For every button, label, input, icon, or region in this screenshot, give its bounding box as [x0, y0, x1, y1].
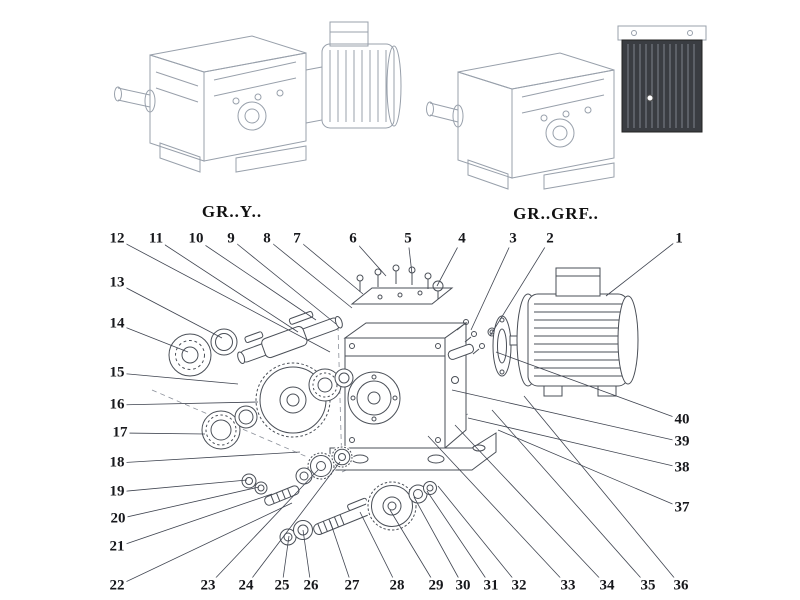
leader-line-19 — [116, 479, 248, 493]
callout-16: 16 — [107, 396, 127, 414]
callout-1: 1 — [673, 230, 685, 248]
callout-30: 30 — [453, 577, 473, 595]
leader-line-8 — [266, 238, 353, 309]
callout-9: 9 — [225, 230, 237, 248]
leader-line-40 — [495, 351, 683, 421]
callout-40: 40 — [672, 411, 692, 429]
callout-12: 12 — [107, 230, 127, 248]
callout-23: 23 — [198, 577, 218, 595]
callout-7: 7 — [291, 230, 303, 248]
leader-line-38 — [467, 417, 683, 469]
leader-line-12 — [116, 238, 331, 353]
callout-17: 17 — [110, 424, 130, 442]
leader-line-36 — [523, 395, 682, 587]
leader-line-31 — [426, 490, 492, 587]
leader-line-30 — [413, 496, 464, 587]
leader-line-10 — [195, 238, 317, 321]
cover-bolts — [356, 264, 444, 299]
callout-25: 25 — [272, 577, 292, 595]
exploded-view-illustration — [151, 264, 639, 546]
leader-line-16 — [116, 401, 259, 406]
callout-6: 6 — [347, 230, 359, 248]
callout-22: 22 — [107, 577, 127, 595]
callout-33: 33 — [558, 577, 578, 595]
callout-5: 5 — [402, 230, 414, 248]
leader-line-22 — [116, 502, 293, 587]
leader-line-3 — [470, 238, 514, 331]
leader-line-39 — [451, 389, 683, 443]
callout-35: 35 — [638, 577, 658, 595]
callout-8: 8 — [261, 230, 273, 248]
leader-line-7 — [296, 238, 364, 295]
callout-29: 29 — [426, 577, 446, 595]
leader-line-24 — [245, 461, 341, 587]
model-label-gr-y: GR..Y.. — [201, 202, 263, 221]
callout-37: 37 — [672, 499, 692, 517]
callout-27: 27 — [342, 577, 362, 595]
leader-line-32 — [437, 485, 520, 587]
leader-line-37 — [497, 429, 683, 509]
leader-line-34 — [454, 424, 608, 587]
leader-line-21 — [116, 493, 273, 548]
motor-drawing — [509, 267, 639, 397]
callout-18: 18 — [107, 454, 127, 472]
grf-cover-block — [621, 39, 703, 133]
callout-3: 3 — [507, 230, 519, 248]
callout-4: 4 — [456, 230, 468, 248]
callout-21: 21 — [107, 538, 127, 556]
leader-line-18 — [116, 451, 301, 464]
leader-line-13 — [116, 282, 223, 339]
callout-14: 14 — [107, 315, 127, 333]
callout-11: 11 — [146, 230, 166, 248]
leader-line-17 — [119, 432, 206, 435]
leader-line-26 — [302, 529, 312, 587]
callout-13: 13 — [107, 274, 127, 292]
leader-line-35 — [491, 409, 649, 587]
callout-15: 15 — [107, 364, 127, 382]
leader-line-2 — [489, 238, 551, 337]
callout-26: 26 — [301, 577, 321, 595]
callout-20: 20 — [108, 510, 128, 528]
leader-line-15 — [116, 372, 239, 385]
callout-39: 39 — [672, 433, 692, 451]
callout-28: 28 — [387, 577, 407, 595]
callout-10: 10 — [186, 230, 206, 248]
model-label-gr-grf: GR..GRF.. — [513, 204, 599, 223]
leader-line-29 — [389, 509, 437, 587]
callout-34: 34 — [597, 577, 617, 595]
leader-line-33 — [427, 435, 569, 587]
callout-36: 36 — [671, 577, 691, 595]
leader-line-23 — [207, 469, 319, 587]
callout-32: 32 — [509, 577, 529, 595]
gr-grf-illustration — [426, 25, 707, 190]
leader-line-1 — [605, 238, 680, 297]
gr-y-illustration — [114, 21, 402, 173]
callout-19: 19 — [107, 483, 127, 501]
leader-line-11 — [155, 238, 299, 333]
leader-line-20 — [117, 486, 260, 520]
callout-38: 38 — [672, 459, 692, 477]
leader-line-27 — [329, 520, 353, 587]
leader-line-9 — [230, 238, 337, 325]
callout-2: 2 — [544, 230, 556, 248]
leader-line-28 — [359, 511, 398, 587]
leader-line-14 — [116, 323, 189, 353]
callout-31: 31 — [481, 577, 501, 595]
callout-24: 24 — [236, 577, 256, 595]
